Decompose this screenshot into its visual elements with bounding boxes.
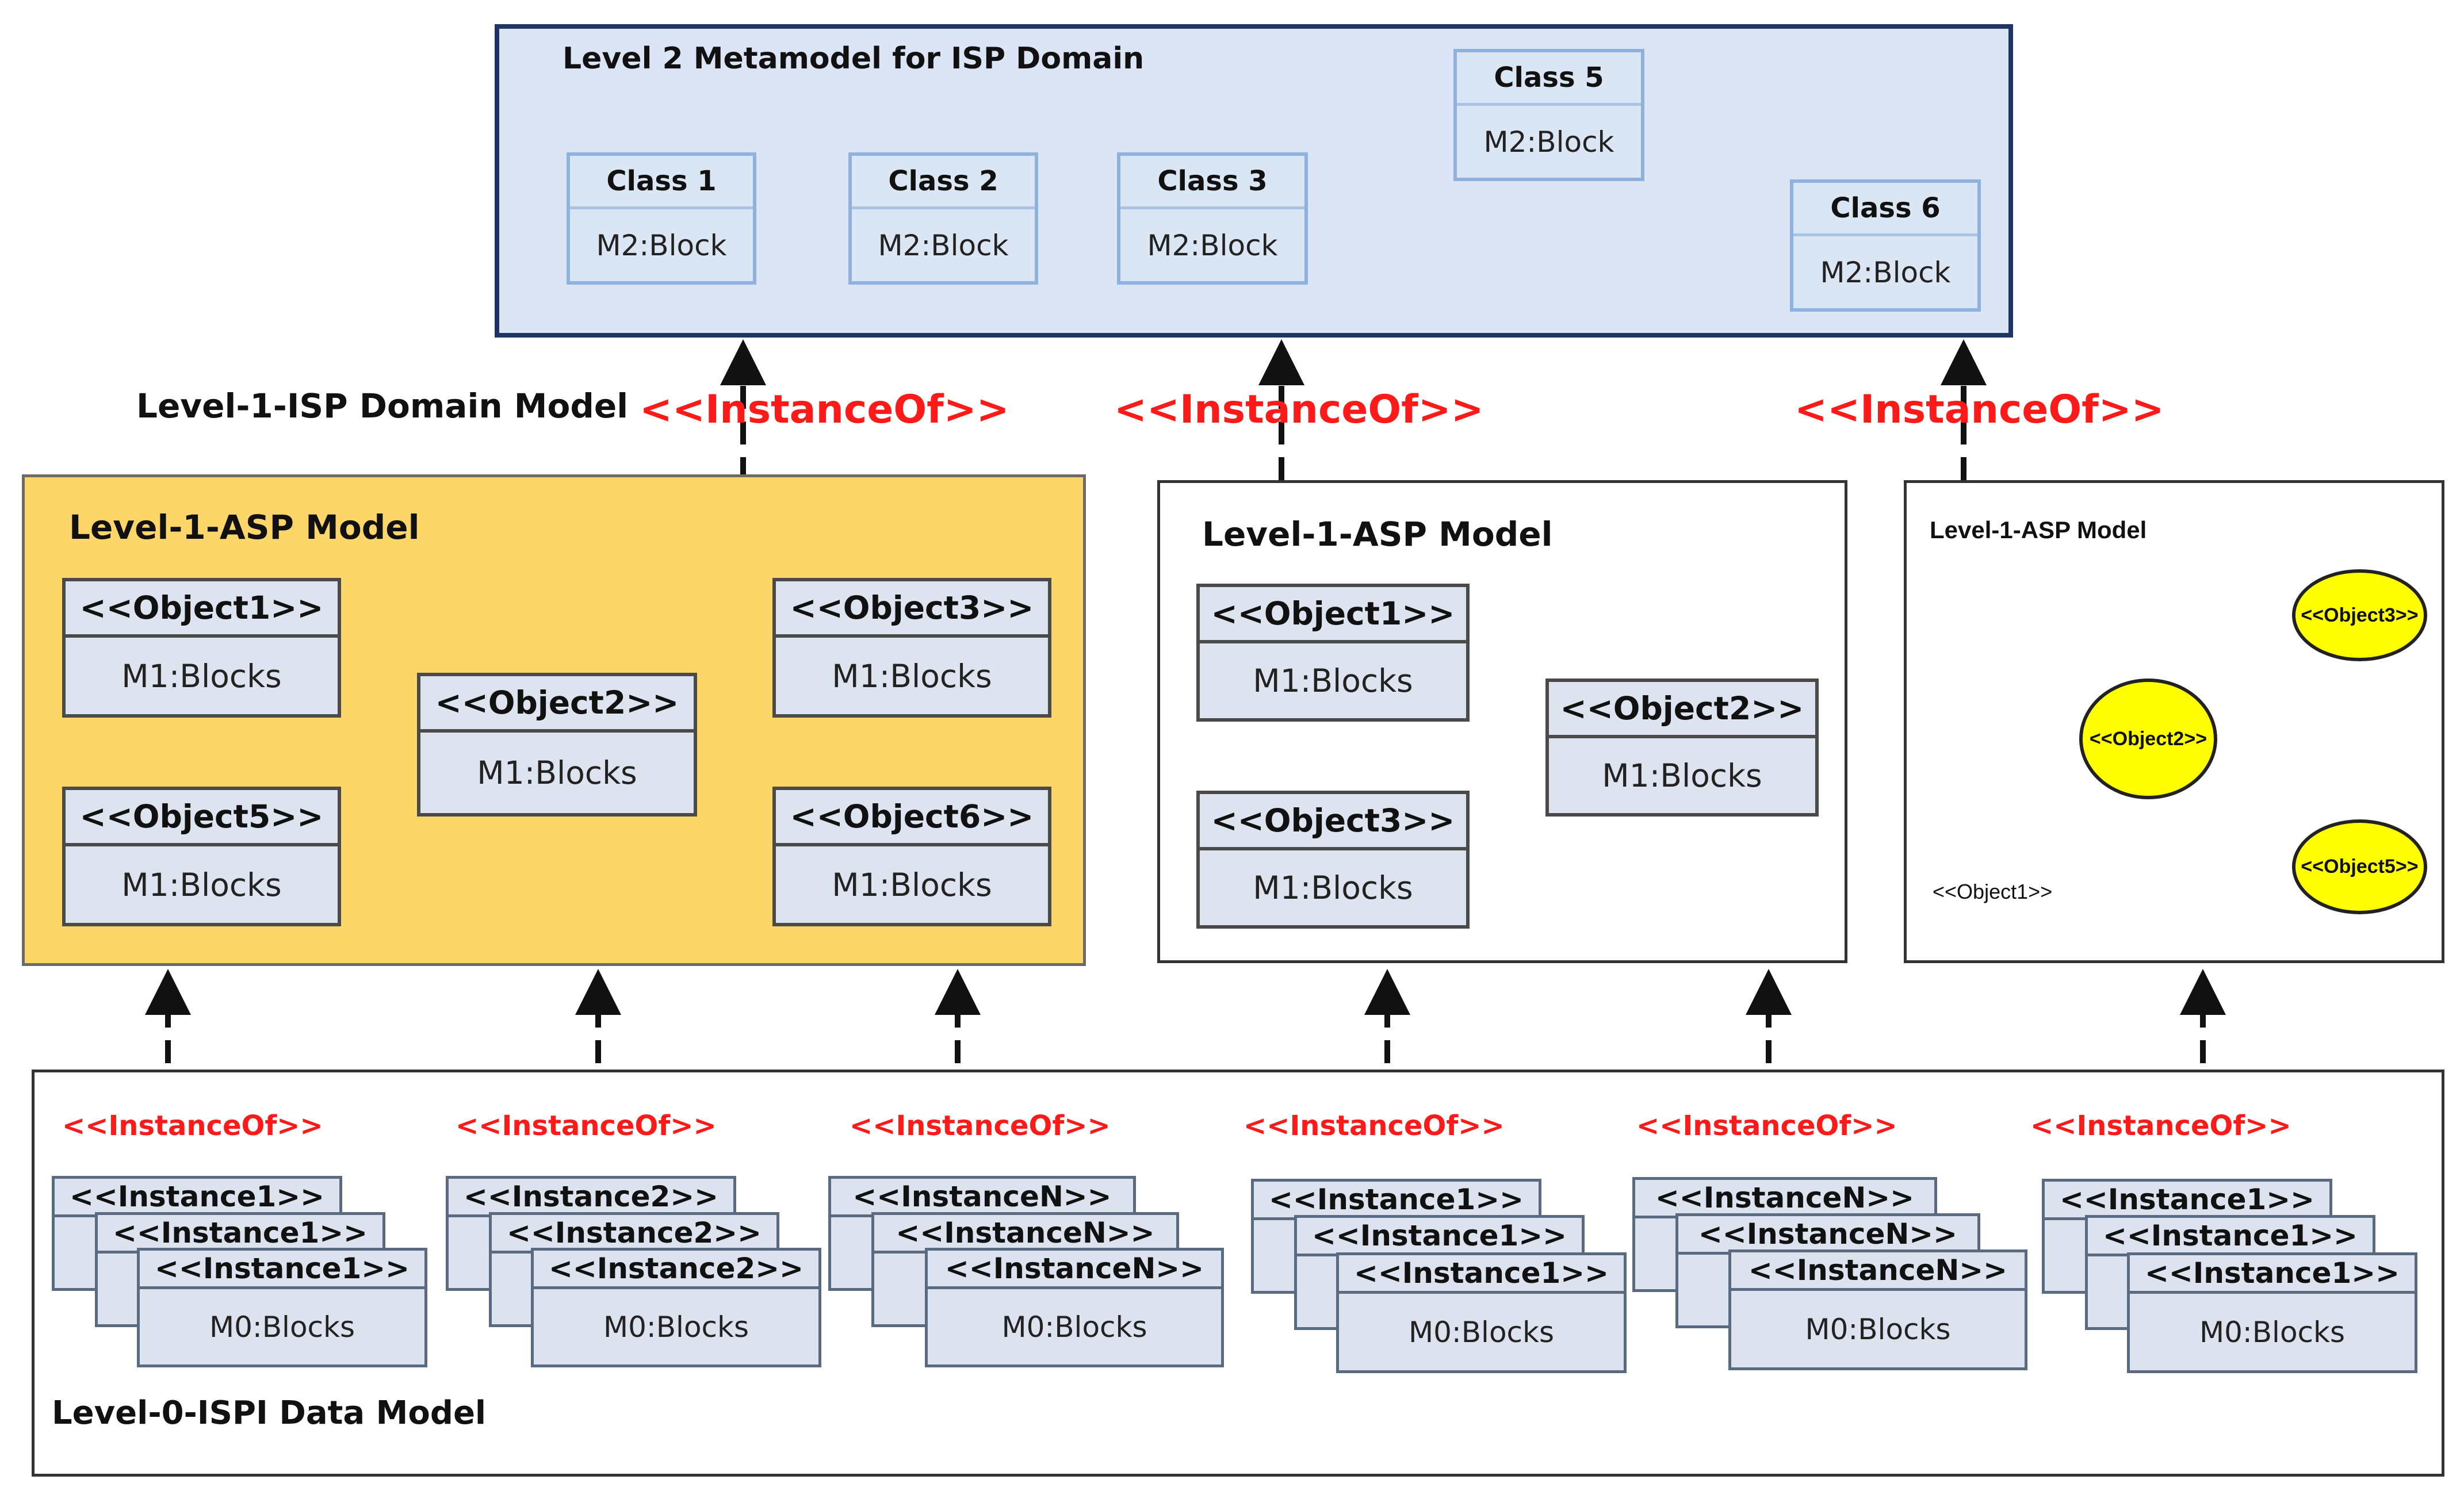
instance-name: <<InstanceN>>: [1635, 1180, 1934, 1218]
level1-domain-label: Level-1-ISP Domain Model: [136, 386, 629, 426]
instance-block: <<InstanceN>> M0:Blocks: [1728, 1249, 2027, 1370]
class-type: M2:Block: [878, 228, 1009, 262]
instance-name: <<Instance1>>: [2088, 1218, 2373, 1256]
object-name: <<Object2>>: [1549, 682, 1815, 738]
instance-name: <<Instance1>>: [1254, 1182, 1539, 1220]
class-name: Class 1: [570, 156, 753, 209]
instance-name: <<InstanceN>>: [1678, 1216, 1977, 1255]
object-name: <<Object5>>: [66, 790, 338, 846]
object-type: M1:Blocks: [1602, 757, 1762, 794]
object-name: <<Object3>>: [776, 581, 1048, 638]
instance-type: M0:Blocks: [603, 1310, 749, 1344]
usecase-object2: <<Object2>>: [2079, 679, 2217, 799]
asp2-object2-block: <<Object2>> M1:Blocks: [1545, 679, 1819, 817]
instance-type: M0:Blocks: [1805, 1312, 1951, 1346]
asp1-title: Level-1-ASP Model: [69, 508, 420, 547]
instanceof-label-2: <<InstanceOf>>: [1114, 387, 1484, 432]
instance-name: <<Instance1>>: [2045, 1182, 2329, 1220]
instance-name: <<Instance1>>: [140, 1251, 424, 1289]
asp2-title: Level-1-ASP Model: [1202, 515, 1553, 554]
instanceof-l0-label-6: <<InstanceOf>>: [2030, 1110, 2291, 1142]
object-type: M1:Blocks: [121, 866, 282, 903]
class-2-block: Class 2 M2:Block: [848, 152, 1038, 285]
instance-name: <<Instance2>>: [449, 1179, 733, 1217]
object-name: <<Object2>>: [420, 676, 694, 733]
instanceof-l0-label-5: <<InstanceOf>>: [1636, 1110, 1897, 1142]
asp2-object1-block: <<Object1>> M1:Blocks: [1196, 584, 1470, 722]
class-3-block: Class 3 M2:Block: [1117, 152, 1308, 285]
instance-name: <<Instance2>>: [534, 1251, 818, 1289]
instance-type: M0:Blocks: [1001, 1310, 1147, 1344]
asp1-object1-block: <<Object1>> M1:Blocks: [62, 578, 341, 718]
asp1-object5-block: <<Object5>> M1:Blocks: [62, 787, 341, 926]
object-type: M1:Blocks: [1253, 869, 1413, 906]
instanceof-label-3: <<InstanceOf>>: [1795, 387, 2164, 432]
instanceof-l0-label-1: <<InstanceOf>>: [62, 1110, 323, 1142]
instance-block: <<Instance1>> M0:Blocks: [1336, 1252, 1627, 1373]
usecase-object5: <<Object5>>: [2292, 819, 2427, 914]
instance-name: <<Instance1>>: [1297, 1218, 1582, 1256]
object-type: M1:Blocks: [477, 754, 637, 791]
instance-name: <<InstanceN>>: [928, 1251, 1221, 1289]
instance-block: <<Instance1>> M0:Blocks: [137, 1248, 427, 1367]
object-name: <<Object1>>: [1200, 587, 1466, 643]
asp1-object3-block: <<Object3>> M1:Blocks: [772, 578, 1051, 718]
class-6-block: Class 6 M2:Block: [1790, 179, 1981, 312]
object-name: <<Object6>>: [776, 790, 1048, 846]
instanceof-l0-label-3: <<InstanceOf>>: [850, 1110, 1111, 1142]
class-type: M2:Block: [596, 228, 727, 262]
class-name: Class 6: [1793, 183, 1977, 236]
instance-name: <<InstanceN>>: [831, 1179, 1133, 1217]
instance-type: M0:Blocks: [1408, 1315, 1555, 1349]
asp2-object3-block: <<Object3>> M1:Blocks: [1196, 791, 1470, 929]
asp3-title: Level-1-ASP Model: [1930, 516, 2147, 543]
class-name: Class 3: [1120, 156, 1304, 209]
actor-label: <<Object1>>: [1933, 880, 2053, 903]
instanceof-l0-label-4: <<InstanceOf>>: [1244, 1110, 1505, 1142]
usecase-object3: <<Object3>>: [2292, 569, 2427, 661]
class-5-block: Class 5 M2:Block: [1453, 49, 1644, 181]
instance-name: <<Instance1>>: [1339, 1255, 1624, 1294]
asp1-object2-block: <<Object2>> M1:Blocks: [417, 673, 697, 817]
asp1-object6-block: <<Object6>> M1:Blocks: [772, 787, 1051, 926]
instance-name: <<Instance1>>: [2130, 1255, 2415, 1294]
level0-title: Level-0-ISPI Data Model: [52, 1394, 487, 1432]
instance-block: <<InstanceN>> M0:Blocks: [925, 1248, 1224, 1367]
instance-name: <<Instance1>>: [55, 1179, 339, 1217]
instance-block: <<Instance2>> M0:Blocks: [531, 1248, 821, 1367]
level2-title: Level 2 Metamodel for ISP Domain: [563, 41, 1145, 76]
object-name: <<Object3>>: [1200, 794, 1466, 850]
instance-type: M0:Blocks: [209, 1310, 355, 1344]
instance-type: M0:Blocks: [2199, 1315, 2346, 1349]
object-type: M1:Blocks: [1253, 662, 1413, 699]
instance-block: <<Instance1>> M0:Blocks: [2127, 1252, 2417, 1373]
class-type: M2:Block: [1820, 255, 1951, 289]
class-name: Class 2: [852, 156, 1035, 209]
instance-name: <<InstanceN>>: [1731, 1252, 2025, 1291]
class-1-block: Class 1 M2:Block: [567, 152, 756, 285]
object-type: M1:Blocks: [832, 657, 992, 695]
class-type: M2:Block: [1147, 228, 1278, 262]
object-name: <<Object1>>: [66, 581, 338, 638]
object-type: M1:Blocks: [121, 657, 282, 695]
class-type: M2:Block: [1483, 125, 1614, 159]
instanceof-l0-label-2: <<InstanceOf>>: [456, 1110, 717, 1142]
class-name: Class 5: [1457, 52, 1641, 106]
object-type: M1:Blocks: [832, 866, 992, 903]
instanceof-label-1: <<InstanceOf>>: [640, 387, 1009, 432]
